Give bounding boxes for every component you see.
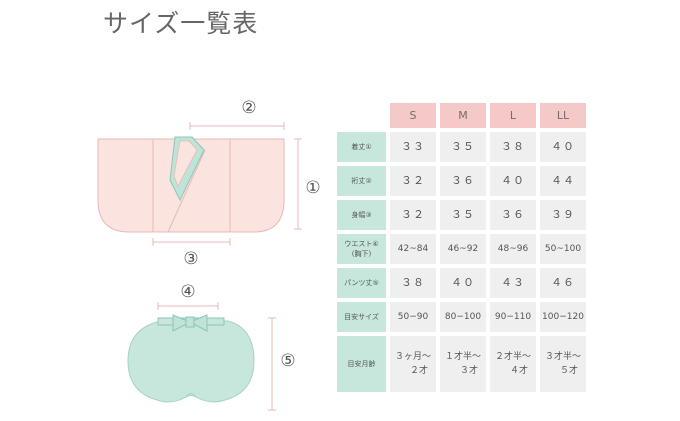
row-label: 目安月齢	[337, 336, 386, 392]
table-cell: 50~100	[540, 234, 586, 264]
age-line-2: ４才	[509, 366, 528, 376]
kimono-top-illustration	[97, 136, 285, 233]
table-cell: ４０	[540, 132, 586, 162]
table-row: 身幅③ ３２ ３５ ３６ ３９	[337, 200, 586, 230]
table-cell: ３５	[440, 132, 486, 162]
table-cell: 90−110	[490, 302, 536, 332]
marker-5: ⑤	[280, 351, 295, 371]
table-cell: ３２	[390, 166, 436, 196]
marker-1: ①	[305, 178, 320, 198]
table-row: ウエスト④ (胸下) 42~84 46~92 48~96 50~100	[337, 234, 586, 264]
table-cell: ３６	[440, 166, 486, 196]
row-label: ウエスト④ (胸下)	[337, 234, 386, 264]
table-cell: ３６	[490, 200, 536, 230]
table-cell: 100−120	[540, 302, 586, 332]
table-cell: １才半～ ３才	[440, 336, 486, 392]
table-cell: ３８	[390, 268, 436, 298]
row-label: 身幅③	[337, 200, 386, 230]
row-label: 着丈①	[337, 132, 386, 162]
table-cell: ４０	[490, 166, 536, 196]
pants-illustration	[127, 314, 255, 403]
bow-ribbon	[172, 314, 208, 332]
garment-diagram: ② ① ③ ④ ⑤	[97, 98, 321, 411]
header-blank	[337, 103, 386, 128]
dimension-3: ③	[152, 238, 231, 269]
age-line-1: １才半～	[444, 351, 481, 362]
size-header-l: L	[490, 103, 536, 128]
size-header-ll: LL	[540, 103, 586, 128]
table-cell: ３８	[490, 132, 536, 162]
age-line-2: ５才	[559, 366, 578, 376]
table-cell: ４３	[490, 268, 536, 298]
size-header-m: M	[440, 103, 486, 128]
age-line-1: ３才半～	[544, 351, 581, 362]
row-label-sub: (胸下)	[351, 250, 372, 258]
table-cell: 42~84	[390, 234, 436, 264]
table-cell: ３３	[390, 132, 436, 162]
size-header-row: S M L LL	[337, 103, 586, 128]
table-row: パンツ丈⑤ ３８ ４０ ４３ ４６	[337, 268, 586, 298]
dimension-4: ④	[157, 282, 219, 310]
table-cell: ４６	[540, 268, 586, 298]
table-cell: 46~92	[440, 234, 486, 264]
age-line-1: ２才半～	[494, 351, 531, 362]
table-cell: ３９	[540, 200, 586, 230]
table-cell: ４４	[540, 166, 586, 196]
size-table: S M L LL 着丈① ３３ ３５ ３８ ４０ 裄丈② ３２ ３６ ４０ ４４…	[333, 99, 590, 396]
table-cell: 80−100	[440, 302, 486, 332]
marker-3: ③	[183, 249, 198, 269]
table-cell: 50−90	[390, 302, 436, 332]
table-cell: ３５	[440, 200, 486, 230]
table-cell: 48~96	[490, 234, 536, 264]
marker-4: ④	[180, 282, 195, 302]
table-row: 目安月齢 ３ヶ月～ ２才 １才半～ ３才 ２才半～ ４才 ３才半～ ５才	[337, 336, 586, 392]
row-label: 裄丈②	[337, 166, 386, 196]
dimension-1: ①	[294, 138, 321, 230]
age-line-2: ２才	[409, 366, 428, 376]
table-cell: ２才半～ ４才	[490, 336, 536, 392]
dimension-2: ②	[189, 98, 285, 130]
table-row: 着丈① ３３ ３５ ３８ ４０	[337, 132, 586, 162]
dimension-5: ⑤	[268, 317, 296, 411]
page-title: サイズ一覧表	[103, 9, 259, 38]
row-label: 目安サイズ	[337, 302, 386, 332]
row-label: パンツ丈⑤	[337, 268, 386, 298]
age-line-2: ３才	[459, 366, 478, 376]
table-cell: ４０	[440, 268, 486, 298]
table-row: 目安サイズ 50−90 80−100 90−110 100−120	[337, 302, 586, 332]
table-cell: ３才半～ ５才	[540, 336, 586, 392]
marker-2: ②	[241, 98, 256, 118]
row-label-main: ウエスト④	[344, 239, 379, 248]
size-header-s: S	[390, 103, 436, 128]
table-cell: ３ヶ月～ ２才	[390, 336, 436, 392]
table-row: 裄丈② ３２ ３６ ４０ ４４	[337, 166, 586, 196]
table-cell: ３２	[390, 200, 436, 230]
age-line-1: ３ヶ月～	[394, 351, 431, 362]
